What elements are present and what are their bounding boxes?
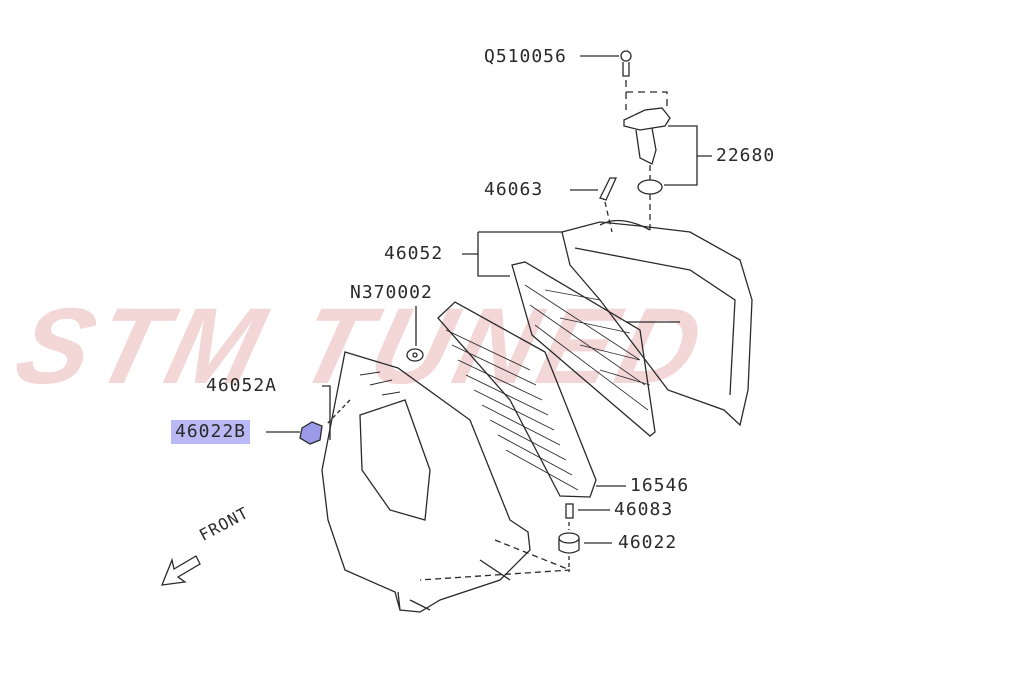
label-16546[interactable]: 16546 [630, 475, 690, 496]
air-filter-element-icon [437, 301, 597, 498]
bolt-icon [620, 50, 632, 77]
maf-sensor-icon [623, 107, 671, 195]
label-46083[interactable]: 46083 [614, 499, 674, 520]
label-46022b-highlighted[interactable]: 46022B [171, 420, 251, 444]
label-46052[interactable]: 46052 [384, 243, 444, 264]
grommet-icon [299, 421, 323, 445]
front-arrow-icon [160, 555, 201, 586]
nut-icon [406, 348, 424, 362]
upper-case-icon [561, 219, 753, 427]
label-46022[interactable]: 46022 [618, 532, 678, 553]
label-22680[interactable]: 22680 [716, 145, 776, 166]
filter-mesh-icon [511, 261, 656, 437]
cushion-icon [558, 532, 580, 554]
label-q510056[interactable]: Q510056 [484, 46, 567, 67]
label-n370002[interactable]: N370002 [350, 282, 433, 303]
clip-icon [599, 177, 618, 201]
label-46052a[interactable]: 46052A [206, 375, 278, 396]
collar-icon [565, 503, 574, 519]
lower-case-icon [321, 351, 531, 613]
label-46063[interactable]: 46063 [484, 179, 544, 200]
